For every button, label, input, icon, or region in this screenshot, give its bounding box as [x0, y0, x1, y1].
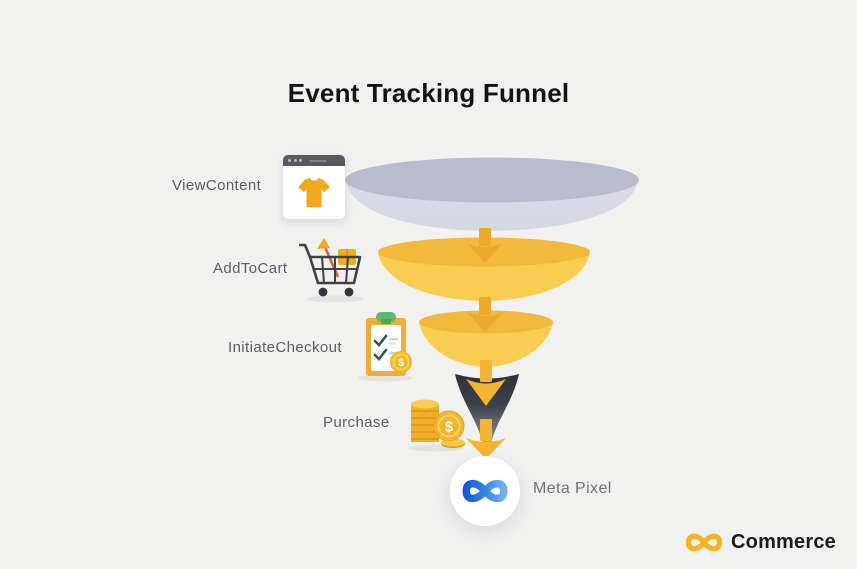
funnel-arrow-2 [467, 297, 503, 332]
page-title: Event Tracking Funnel [287, 78, 570, 108]
stage-label-purchase: Purchase [323, 414, 390, 431]
funnel-stage-viewcontent [345, 157, 639, 231]
meta-pixel-label: Meta Pixel [533, 480, 612, 497]
checkout-clipboard-icon: $ [352, 310, 418, 387]
meta-pixel-badge [450, 456, 520, 526]
browser-titlebar [283, 155, 345, 166]
funnel-stage-addtocart [378, 237, 590, 301]
shopping-cart-icon [298, 237, 370, 308]
stage-label-viewcontent: ViewContent [172, 177, 262, 194]
stage-label-initiatecheckout: InitiateCheckout [228, 339, 342, 356]
browser-product-icon [283, 155, 345, 219]
funnel-arrow-3 [466, 360, 506, 406]
brand-name: Commerce [731, 531, 836, 553]
infinity-logo-icon [685, 533, 723, 552]
brand-logo: Commerce [683, 529, 836, 556]
tshirt-icon [298, 177, 330, 207]
funnel-stage-initiatecheckout [419, 310, 553, 367]
svg-text:$: $ [445, 419, 454, 436]
coins-icon: $ [403, 390, 469, 457]
meta-logo-icon [462, 479, 508, 503]
svg-text:$: $ [398, 357, 404, 369]
stage-label-addtocart: AddToCart [213, 260, 288, 277]
funnel-spout [455, 374, 519, 451]
funnel-arrow-4 [466, 419, 506, 459]
funnel-arrow-1 [467, 228, 503, 263]
